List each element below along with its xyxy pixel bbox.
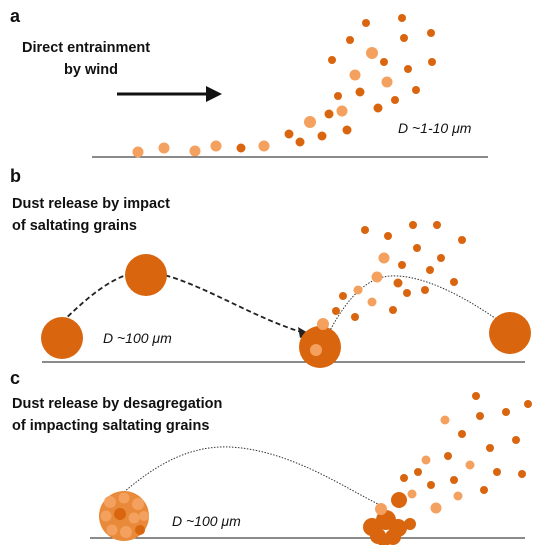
panel-a-size-label: D ~1-10 μm (398, 120, 472, 136)
panel-c-size-label: D ~100 μm (172, 513, 241, 529)
saltating-grain-apex (125, 254, 167, 296)
dashed-trajectory (61, 271, 306, 334)
panel-c-trajectory (123, 446, 381, 506)
panel-c-caption-line1: Dust release by desagregation (12, 396, 222, 412)
disaggregated-grain-cluster (363, 492, 416, 545)
panel-a-dust-particles (132, 14, 436, 158)
saltating-grain-rebound (489, 312, 531, 354)
aggregate-grain (99, 491, 149, 541)
panel-c-dust-particles (400, 392, 532, 514)
saltating-grain-impact (299, 318, 341, 368)
panel-a-letter: a (10, 6, 21, 26)
panel-b-size-label: D ~100 μm (103, 330, 172, 346)
panel-c: c Dust release by desagregation of impac… (10, 368, 532, 545)
panel-b-rebound-trajectory (324, 275, 506, 341)
panel-a-caption-line2: by wind (64, 62, 118, 78)
panel-b-caption-line2: of saltating grains (12, 218, 137, 234)
saltating-grain-start (41, 317, 83, 359)
panel-b-dust-particles (332, 221, 466, 321)
panel-a-caption-line1: Direct entrainment (22, 40, 150, 56)
panel-a: a Direct entrainment by wind D ~1-10 μm (10, 6, 488, 158)
trajectory-arrowhead (298, 327, 310, 338)
panel-c-caption-line2: of impacting saltating grains (12, 418, 209, 434)
panel-c-letter: c (10, 368, 20, 388)
panel-b: b Dust release by impact of saltating gr… (10, 166, 531, 368)
panel-b-letter: b (10, 166, 21, 186)
wind-arrow-icon (117, 86, 222, 102)
panel-b-caption-line1: Dust release by impact (12, 196, 170, 212)
